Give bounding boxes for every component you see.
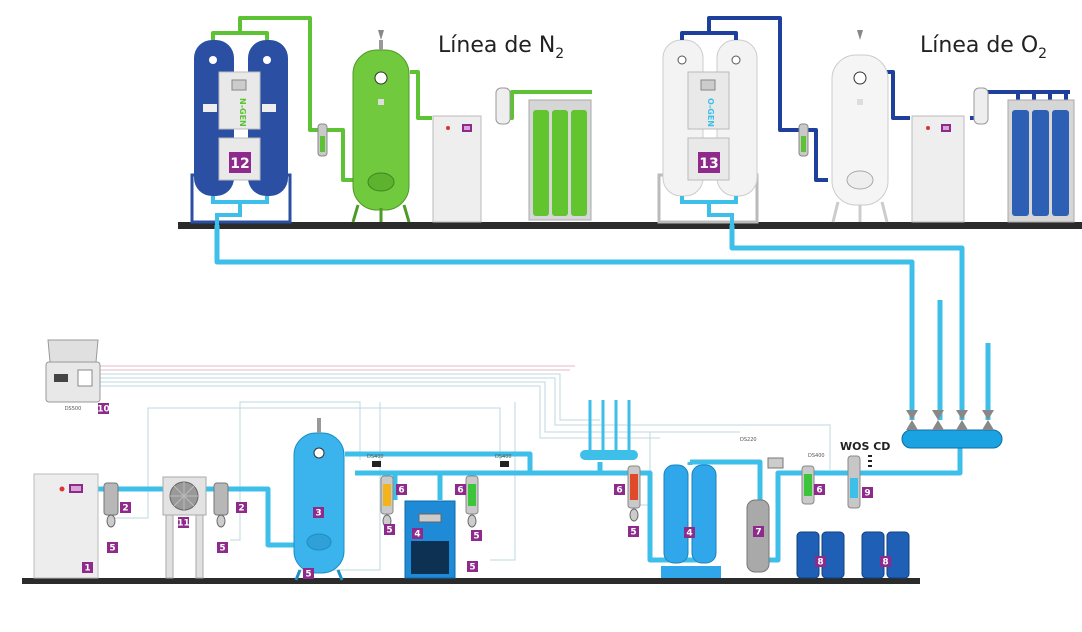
o2-cylinder-rack[interactable] [1007, 99, 1075, 223]
badge-9: 9 [864, 489, 870, 499]
badge-5f: 5 [473, 532, 479, 542]
filter-yellow[interactable] [380, 475, 394, 528]
small-distribution-header[interactable] [580, 400, 638, 460]
badge-2b: 2 [238, 504, 244, 514]
badge-5b: 5 [219, 544, 225, 554]
badge-6a: 6 [398, 486, 404, 496]
badge-6d: 6 [816, 486, 822, 496]
o2-final-filter [973, 87, 989, 125]
oil-water-separator-1[interactable] [796, 531, 845, 579]
badge-8a: 8 [817, 558, 823, 568]
wos-unit[interactable] [847, 455, 872, 509]
badge-8b: 8 [882, 558, 888, 568]
filter-red[interactable] [627, 465, 641, 522]
filter-green-2[interactable] [801, 465, 815, 505]
sensor-label-4: DS400 [808, 453, 825, 459]
filter-2a[interactable] [103, 482, 119, 528]
n2-bottom-air [211, 196, 269, 225]
badge-5c: 5 [305, 570, 311, 580]
o2-generator[interactable]: O-GEN 13 [657, 39, 759, 224]
main-distribution-header[interactable] [901, 410, 1003, 449]
upper-floor [178, 222, 1082, 229]
badge-5g: 5 [630, 528, 636, 538]
n2-generator[interactable]: N-GEN 12 [190, 40, 292, 224]
oil-water-separator-2[interactable] [861, 531, 910, 579]
filter-green[interactable] [465, 475, 479, 528]
badge-5a: 5 [109, 544, 115, 554]
lower-floor [22, 578, 920, 584]
badge-12: 12 [230, 156, 249, 172]
sensor-label-1: DS400 [367, 454, 384, 460]
filter-2b[interactable] [213, 482, 229, 528]
o2-line-title: Línea de O2 [920, 33, 1047, 62]
portable-data-logger[interactable]: DS500 [45, 339, 101, 412]
badge-7: 7 [755, 528, 761, 538]
logger-cables [100, 365, 575, 371]
display-unit[interactable] [767, 457, 784, 469]
badge-5d: 5 [386, 526, 392, 536]
o2-bottom-air [680, 196, 738, 225]
dewpoint-sensor-1[interactable] [372, 461, 381, 467]
sensor-label-3: DS220 [740, 437, 757, 443]
badge-4a: 4 [414, 530, 420, 540]
adsorption-dryer[interactable] [661, 464, 721, 578]
badge-5e: 5 [469, 563, 475, 573]
logger-model-label: DS500 [65, 406, 82, 412]
n2-line-title: Línea de N2 [438, 33, 564, 62]
badge-2a: 2 [122, 504, 128, 514]
air-supply-pipes [214, 225, 991, 420]
n2-gen-label: N-GEN [238, 98, 247, 127]
badge-6c: 6 [616, 486, 622, 496]
n2-cylinder-rack[interactable] [528, 99, 592, 221]
n2-inline-filter [317, 123, 328, 157]
badge-10: 10 [97, 405, 110, 415]
badge-3: 3 [315, 509, 321, 519]
o2-booster-unit[interactable] [911, 115, 965, 223]
n2-final-filter [495, 87, 511, 125]
air-receiver-tank[interactable] [293, 418, 345, 581]
o2-gen-label: O-GEN [706, 98, 715, 127]
o2-receiver-tank[interactable] [831, 30, 889, 223]
wos-label: WOS CD [840, 440, 890, 453]
badge-13: 13 [699, 156, 718, 172]
o2-inline-filter [798, 123, 809, 157]
air-compressor[interactable] [33, 473, 99, 579]
badge-1: 1 [84, 564, 90, 574]
badge-6b: 6 [457, 486, 463, 496]
badge-4b: 4 [686, 529, 692, 539]
dewpoint-sensor-2[interactable] [500, 461, 509, 467]
aftercooler[interactable] [162, 476, 207, 579]
badge-11: 11 [177, 519, 190, 529]
sensor-label-2: DS400 [495, 454, 512, 460]
refrigeration-dryer[interactable] [404, 500, 456, 579]
n2-booster-unit[interactable] [432, 115, 482, 223]
n2-receiver-tank[interactable] [351, 30, 411, 223]
